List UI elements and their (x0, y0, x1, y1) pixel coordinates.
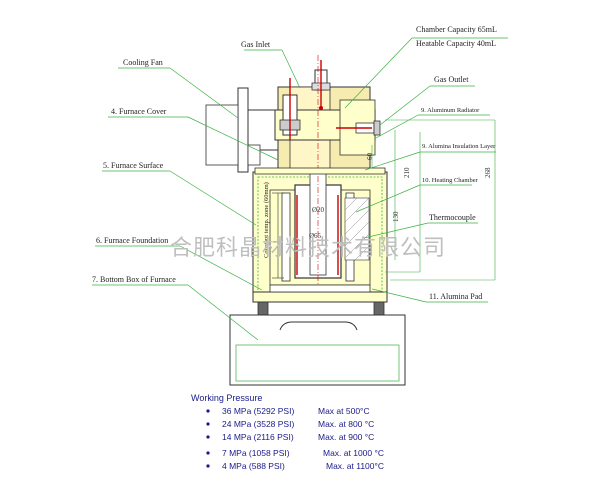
label-furnace-cover: 4. Furnace Cover (111, 107, 167, 116)
label-heating-chamber: 10. Heating Chamber (422, 177, 479, 184)
dim-268: 268 (484, 167, 492, 178)
wp-pressure: 36 MPa (5292 PSI) (222, 406, 294, 416)
company-watermark: 合肥科晶材料技术有限公司 (170, 236, 446, 261)
chamber-rim (254, 167, 386, 175)
bottom-box (229, 314, 406, 386)
fan-frame (237, 87, 249, 173)
bottom-box-handle (279, 321, 358, 331)
wp-pressure: 4 MPa (588 PSI) (222, 461, 285, 471)
heating-chamber-left-wall (281, 192, 291, 282)
foot-left (257, 301, 269, 317)
inlet-dot (319, 106, 323, 110)
label-chamber-capacity: Chamber Capacity 65mL (416, 25, 497, 34)
wp-max: Max. at 1000 °C (323, 448, 384, 458)
foot-right (373, 301, 385, 317)
wp-max: Max at 500°C (318, 406, 370, 416)
dim-210: 210 (403, 167, 411, 178)
wp-row: 4 MPa (588 PSI) Max. at 1100°C (206, 461, 384, 471)
furnace-shell-inner-outline (257, 176, 383, 296)
furnace-assembly (252, 55, 388, 317)
wp-row: 7 MPa (1058 PSI) Max. at 1000 °C (206, 448, 384, 458)
leader-lines (92, 37, 508, 341)
bottom-box-inner (235, 344, 400, 382)
bullet-icon (206, 464, 210, 468)
hatch-lines (344, 197, 370, 261)
working-pressure-list: Working Pressure 36 MPa (5292 PSI) Max a… (191, 393, 384, 471)
wp-pressure: 14 MPa (2116 PSI) (222, 432, 294, 442)
label-furnace-foundation: 6. Furnace Foundation (96, 236, 168, 245)
dim-130: 130 (392, 211, 400, 222)
wp-max: Max. at 1100°C (326, 461, 384, 471)
wp-max: Max. at 800 °C (318, 419, 374, 429)
working-pressure-title: Working Pressure (191, 393, 262, 403)
wp-row: 14 MPa (2116 PSI) Max. at 900 °C (206, 432, 374, 442)
label-alumina-insulation: 9. Alumina Insulation Layer (422, 143, 496, 150)
dim-d65: Ø65 (309, 232, 322, 240)
wp-row: 24 MPa (3528 PSI) Max. at 800 °C (206, 419, 374, 429)
bullet-icon (206, 409, 210, 413)
bullet-icon (206, 422, 210, 426)
fan-mount (247, 144, 261, 166)
label-thermocouple: Thermocouple (429, 213, 476, 222)
dimension-lines (371, 119, 496, 281)
label-heatable-capacity: Heatable Capacity 40mL (416, 39, 496, 48)
dim-60: 60 (366, 153, 374, 161)
label-bottom-box: 7. Bottom Box of Furnace (92, 275, 176, 284)
label-furnace-surface: 5. Furnace Surface (103, 161, 164, 170)
wp-pressure: 24 MPa (3528 PSI) (222, 419, 294, 429)
label-cooling-fan: Cooling Fan (123, 58, 163, 67)
gas-path-lines (289, 60, 372, 275)
label-alumina-pad: 11. Alumina Pad (429, 292, 482, 301)
label-gas-inlet: Gas Inlet (241, 40, 271, 49)
bullet-icon (206, 451, 210, 455)
label-gas-outlet: Gas Outlet (434, 75, 469, 84)
wp-max: Max. at 900 °C (318, 432, 374, 442)
chamber-dimension (272, 192, 284, 279)
fan-blade-block (205, 104, 239, 166)
alumina-pad (269, 284, 371, 293)
cooling-fan (205, 87, 278, 173)
dim-d20: Ø20 (312, 206, 325, 214)
dim-zone: Constant temp. zone (60mm) (263, 182, 270, 258)
wp-row: 36 MPa (5292 PSI) Max at 500°C (206, 406, 370, 416)
wp-pressure: 7 MPa (1058 PSI) (222, 448, 290, 458)
bullet-icon (206, 435, 210, 439)
furnace-base-plate (252, 291, 388, 303)
gas-outlet-nut (373, 120, 381, 136)
label-aluminum-radiator: 9. Aluminum Radiator (421, 107, 480, 114)
